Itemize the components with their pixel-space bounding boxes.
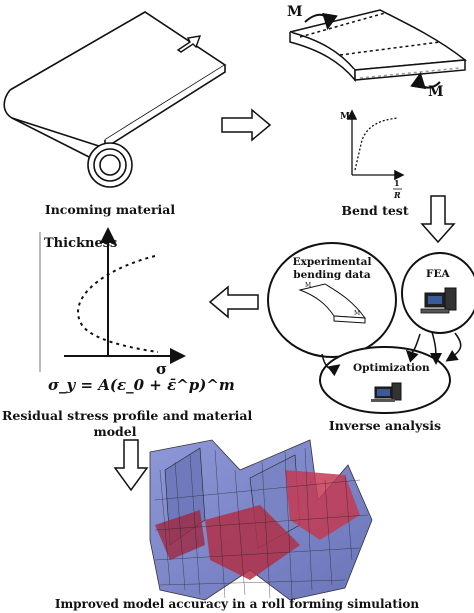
moment-arrow-top [304, 12, 338, 30]
plot-xlabel-num: 1 [394, 178, 400, 188]
moment-arrow-bottom [410, 72, 441, 90]
mini-bent-plate [298, 283, 367, 324]
optimization-ellipse [319, 346, 451, 414]
computer-icon [420, 287, 457, 314]
experimental-label-line2: bending data [293, 269, 371, 281]
feed-direction-arrow [176, 35, 202, 53]
caption-improved-model: Improved model accuracy in a roll formin… [54, 597, 420, 611]
plot-ylabel: M [340, 112, 350, 122]
roll-forming-mesh [149, 439, 373, 601]
caption-residual-stress-line1: Residual stress profile and material [2, 408, 253, 423]
bent-plate-illustration [289, 9, 467, 83]
caption-bend-test: Bend test [341, 203, 409, 218]
computer-icon [371, 382, 402, 402]
residual-stress-plot [39, 227, 186, 372]
material-model-equation: σ_y = A(ε_0 + ε̄^p)^m [48, 376, 235, 394]
inverse-analysis-diagram [267, 242, 474, 414]
caption-inverse-analysis: Inverse analysis [328, 418, 442, 433]
arrow-to-improved-model [113, 439, 149, 492]
moment-label-top: M [287, 4, 303, 20]
arrow-to-inverse-analysis [420, 195, 456, 244]
thickness-label: Thickness [44, 236, 118, 251]
experimental-label-line1: Experimental [292, 256, 372, 268]
plot-xlabel-den: R [394, 190, 401, 200]
arrow-to-bend-test [221, 108, 272, 142]
caption-residual-stress-line2: model [93, 424, 137, 439]
moment-label-bottom: M [428, 84, 444, 100]
mini-moment-label-1: M [305, 282, 312, 289]
moment-curvature-plot [346, 109, 405, 190]
arrow-to-residual-stress [208, 285, 259, 319]
mini-moment-label-2: M [354, 310, 361, 317]
coil-illustration [3, 11, 227, 188]
sigma-label: σ [156, 360, 168, 378]
optimization-label: Optimization [353, 362, 430, 374]
inverse-connectors [321, 331, 462, 377]
fea-label: FEA [426, 268, 450, 280]
caption-incoming-material: Incoming material [44, 202, 176, 217]
